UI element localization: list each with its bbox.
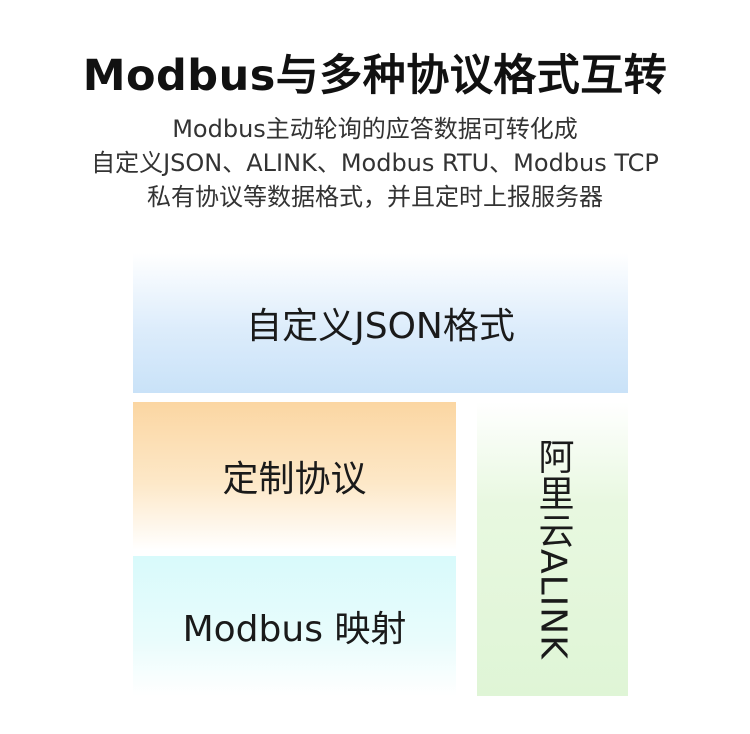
custom-protocol-label: 定制协议 <box>222 459 367 500</box>
page-title: Modbus与多种协议格式互转 <box>82 51 668 101</box>
subtitle-line-1: Modbus主动轮询的应答数据可转化成 <box>172 115 578 143</box>
json-format-block: 自定义JSON格式 <box>133 253 628 393</box>
aliyun-alink-block: 阿里云ALINK <box>477 402 628 696</box>
json-format-label: 自定义JSON格式 <box>246 306 515 347</box>
subtitle-line-3: 私有协议等数据格式，并且定时上报服务器 <box>147 183 603 211</box>
custom-protocol-block: 定制协议 <box>133 402 456 550</box>
subtitle-line-2: 自定义JSON、ALINK、Modbus RTU、Modbus TCP <box>91 149 659 177</box>
modbus-mapping-label: Modbus 映射 <box>182 609 407 650</box>
modbus-mapping-block: Modbus 映射 <box>133 556 456 696</box>
aliyun-alink-label: 阿里云ALINK <box>532 438 574 660</box>
